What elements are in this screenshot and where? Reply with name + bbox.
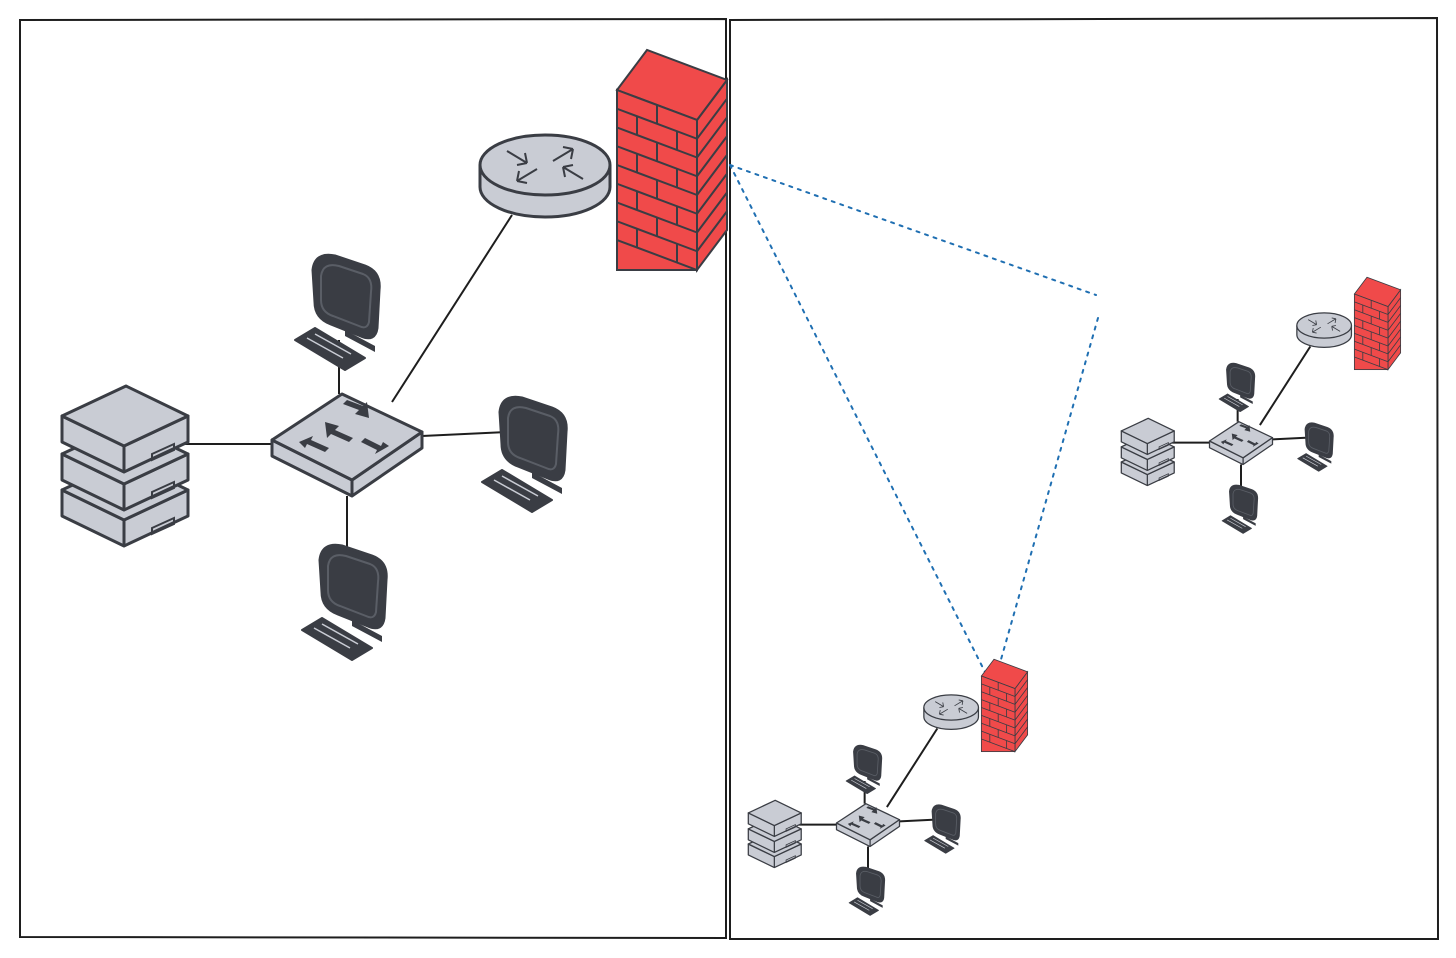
left-panel [19,17,727,940]
link-lines [1171,345,1312,488]
workstation-icon [294,253,381,371]
tunnel-main-to-branch-b [729,164,986,673]
link-lines [182,214,513,550]
workstation-icon [1297,422,1334,472]
branch-site-a [1120,276,1402,534]
server-icon [747,799,802,869]
workstation-icon [924,804,961,854]
router-icon [923,694,980,730]
workstation-icon [845,744,883,795]
switch-icon [835,803,901,848]
tunnel-branch-a-to-branch-b [997,317,1099,671]
workstation-icon [1221,484,1259,534]
router-icon [478,133,612,219]
workstation-icon [848,866,886,916]
switch-icon [270,392,424,498]
left-panel-frame [19,17,727,940]
firewall-icon [1353,276,1402,371]
branch-site-b [747,658,1029,916]
right-panel [729,16,1440,940]
firewall-icon [615,48,729,273]
workstation-icon [481,395,568,513]
server-icon [60,384,190,548]
right-panel-frame [729,16,1440,940]
router-icon [1296,312,1353,348]
main-site [60,48,729,661]
tunnel-main-to-branch-a [729,164,1097,296]
workstation-icon [1218,362,1256,413]
vpn-tunnels [729,164,1099,673]
workstation-icon [301,543,388,661]
server-icon [1120,417,1175,487]
switch-icon [1208,421,1274,466]
firewall-icon [980,658,1029,753]
